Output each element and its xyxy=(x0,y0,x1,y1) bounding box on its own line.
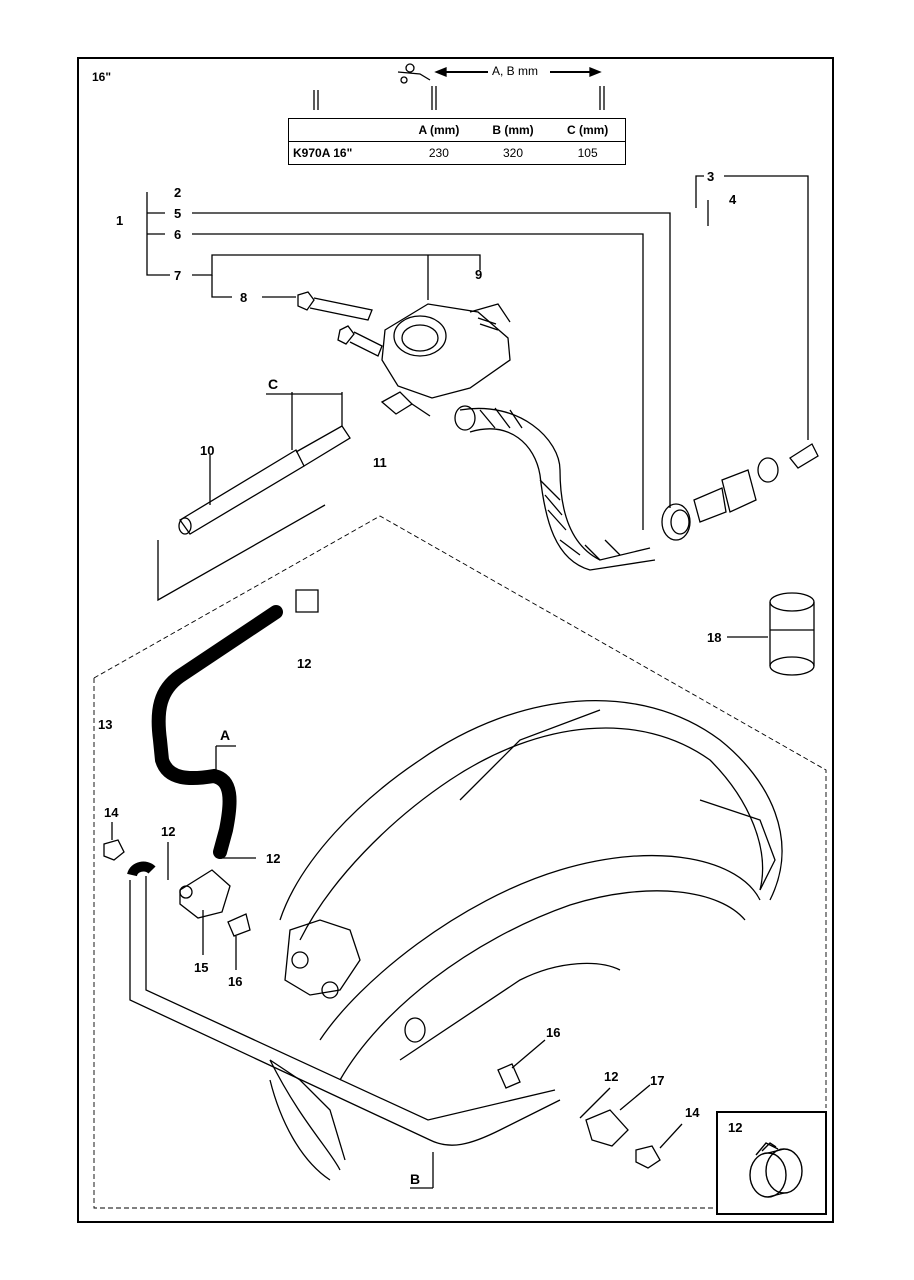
table-row: K970A 16" 230 320 105 xyxy=(288,141,626,165)
callout-15: 15 xyxy=(194,960,209,975)
callout-14-left: 14 xyxy=(104,805,119,820)
screw-8 xyxy=(297,291,383,357)
callout-18: 18 xyxy=(707,630,722,645)
table-header-row: A (mm) B (mm) C (mm) xyxy=(288,118,626,142)
clamp-top xyxy=(295,589,319,613)
callout-C: C xyxy=(268,376,279,392)
table-header: C (mm) xyxy=(550,118,626,142)
callout-3: 3 xyxy=(707,169,715,184)
callout-17: 17 xyxy=(650,1073,665,1088)
coupler-18 xyxy=(727,592,815,676)
diagram-frame xyxy=(77,57,834,1223)
connectors xyxy=(661,443,819,541)
dimension-table: A (mm) B (mm) C (mm) K970A 16" 230 320 1… xyxy=(288,118,626,165)
hose-clamp-icon xyxy=(749,1142,803,1198)
callout-12-top: 12 xyxy=(297,656,312,671)
inset-label: 12 xyxy=(728,1120,743,1135)
callout-7: 7 xyxy=(174,268,182,283)
callout-12-left: 12 xyxy=(161,824,176,839)
callout-6: 6 xyxy=(174,227,182,242)
valve-15 xyxy=(103,745,256,970)
valve-stem xyxy=(157,392,351,602)
leader-lines-top xyxy=(146,175,809,530)
callout-14-right: 14 xyxy=(685,1105,700,1120)
callout-1: 1 xyxy=(116,213,124,228)
dimension-sketch xyxy=(313,63,605,110)
table-cell: 105 xyxy=(550,141,626,165)
callout-11: 11 xyxy=(373,455,387,470)
hose-braided xyxy=(454,405,656,571)
inset-clamp-box: 12 xyxy=(716,1111,827,1215)
table-cell: 320 xyxy=(475,141,551,165)
table-cell-model: K970A 16" xyxy=(288,141,402,165)
callout-5: 5 xyxy=(174,206,182,221)
callout-12-lower: 12 xyxy=(604,1069,619,1084)
callout-10: 10 xyxy=(200,443,215,458)
water-pipe xyxy=(127,861,561,1189)
table-header: B (mm) xyxy=(475,118,551,142)
table-header xyxy=(288,118,402,142)
callout-A: A xyxy=(220,727,231,743)
callout-B: B xyxy=(410,1171,421,1187)
assembly-outline xyxy=(93,515,827,1209)
dimension-arrow-label: A, B mm xyxy=(492,64,539,78)
callout-12-mid: 12 xyxy=(266,851,281,866)
callout-4: 4 xyxy=(729,192,737,207)
size-label: 16" xyxy=(92,70,112,84)
callout-8: 8 xyxy=(240,290,248,305)
blade-guard xyxy=(269,700,783,1181)
callout-2: 2 xyxy=(174,185,182,200)
callout-9: 9 xyxy=(475,267,483,282)
callout-13: 13 xyxy=(98,717,113,732)
table-header: A (mm) xyxy=(402,118,476,142)
handle-block xyxy=(380,303,511,417)
black-hose xyxy=(151,605,283,859)
valve-17 xyxy=(497,1039,683,1169)
callout-16-right: 16 xyxy=(546,1025,561,1040)
callout-16-left: 16 xyxy=(228,974,243,989)
table-cell: 230 xyxy=(402,141,476,165)
